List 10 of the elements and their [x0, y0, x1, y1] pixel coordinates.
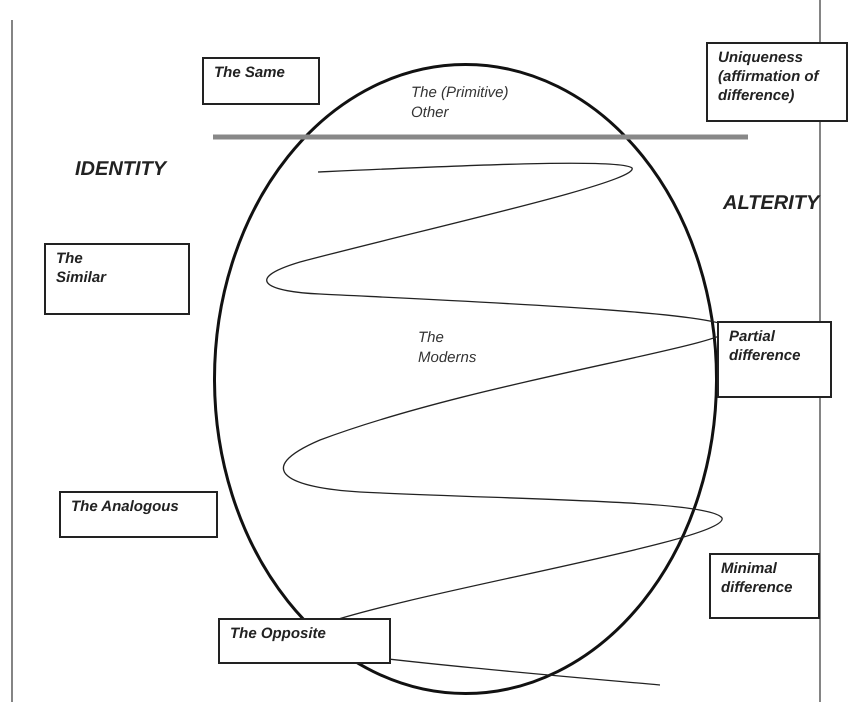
concept-box: Uniqueness (affirmation of difference) — [706, 42, 848, 122]
concept-box: Partial difference — [717, 321, 832, 398]
concept-box: The Same — [202, 57, 320, 105]
region-label: The Moderns — [418, 328, 478, 368]
concept-box: Minimal difference — [709, 553, 820, 619]
concept-box: The Analogous — [59, 491, 218, 538]
region-label: The (Primitive) Other — [411, 83, 510, 123]
concept-box: The Similar — [44, 243, 190, 315]
ellipse-shape — [213, 63, 718, 695]
concept-box: The Opposite — [218, 618, 391, 664]
